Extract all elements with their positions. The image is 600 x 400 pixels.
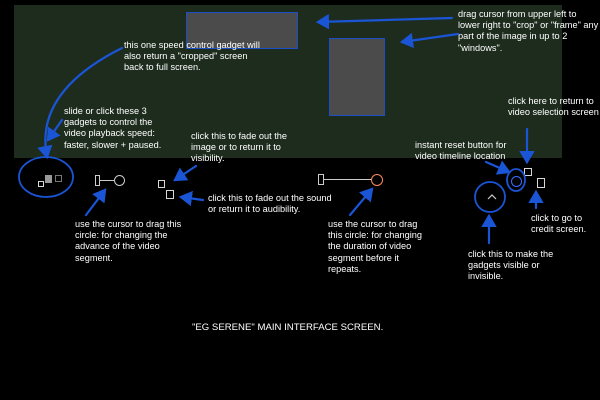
arrow-reset (484, 160, 512, 175)
annotation-visibility: click this to make the gadgets visible o… (468, 249, 554, 282)
advance-slider-start (95, 175, 100, 186)
chevron-up-icon (487, 194, 497, 200)
return-to-selection-button[interactable] (524, 168, 532, 176)
advance-slider-handle[interactable] (114, 175, 125, 186)
credit-screen-button[interactable] (537, 178, 545, 188)
timeline-reset-button[interactable] (511, 176, 522, 187)
annotation-reset: instant reset button for video timeline … (415, 140, 507, 162)
speed-slower-gadget[interactable] (55, 175, 62, 182)
annotation-crop: drag cursor from upper left to lower rig… (458, 9, 599, 53)
screen-title: "EG SERENE" MAIN INTERFACE SCREEN. (192, 322, 384, 333)
speed-faster-gadget[interactable] (45, 175, 52, 183)
fade-image-button[interactable] (158, 180, 165, 188)
fade-sound-button[interactable] (166, 190, 174, 199)
annotation-advance: use the cursor to drag this circle: for … (75, 219, 182, 263)
annotation-credit: click to go to credit screen. (531, 213, 587, 235)
annotation-speed-crop: this one speed control gadget will also … (124, 40, 260, 73)
speed-pause-gadget[interactable] (38, 181, 44, 187)
advance-slider[interactable] (95, 175, 125, 186)
duration-slider-track (324, 179, 371, 180)
annotation-return: click here to return to video selection … (508, 96, 599, 118)
duration-slider-handle[interactable] (371, 174, 383, 186)
duration-slider[interactable] (318, 174, 384, 186)
crop-window-1[interactable] (186, 12, 298, 49)
arrow-fade-sound (178, 190, 205, 207)
gadget-visibility-toggle[interactable] (486, 191, 498, 203)
duration-slider-start (318, 174, 324, 185)
annotation-fade-image: click this to fade out the image or to r… (191, 131, 288, 164)
arrow-duration (348, 187, 374, 217)
annotation-fade-sound: click this to fade out the sound or retu… (208, 193, 332, 215)
arrow-fade-image (173, 164, 198, 182)
crop-window-2[interactable] (329, 38, 385, 116)
annotation-duration: use the cursor to drag this circle: for … (328, 219, 422, 274)
advance-slider-track (100, 180, 114, 181)
arrow-advance (84, 188, 107, 217)
annotation-speed-gadgets: slide or click these 3 gadgets to contro… (64, 106, 162, 150)
